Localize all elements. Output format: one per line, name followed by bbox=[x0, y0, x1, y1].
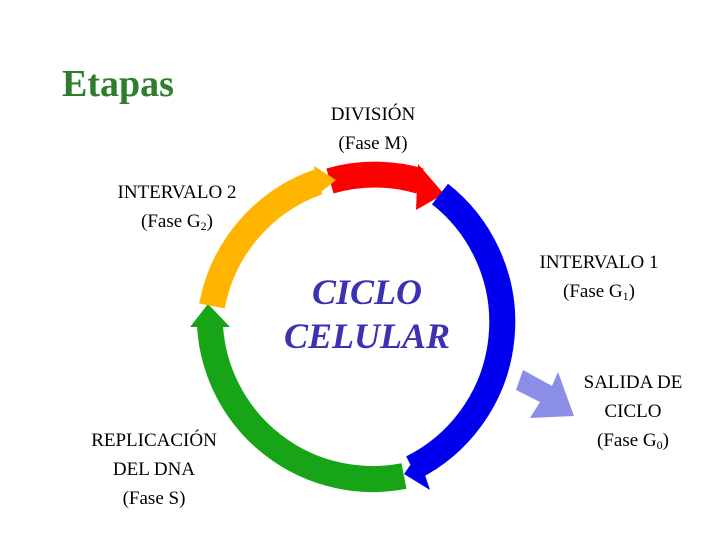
phase-s-arc bbox=[197, 325, 407, 493]
label-phase-g0-name-line2: CICLO bbox=[604, 401, 662, 422]
phase-g2-arc bbox=[199, 169, 323, 309]
label-phase-g2-code: (Fase G2) bbox=[92, 207, 262, 236]
label-phase-s-name-line2: DEL DNA bbox=[112, 459, 196, 480]
label-phase-m-code: (Fase M) bbox=[338, 133, 408, 154]
label-phase-g0-suffix: ) bbox=[662, 430, 669, 451]
label-phase-g2: INTERVALO 2 (Fase G2) bbox=[92, 178, 262, 236]
label-phase-g2-subscript: 2 bbox=[200, 219, 207, 233]
phase-m-arc bbox=[326, 161, 424, 194]
slide-title: Etapas bbox=[62, 63, 174, 105]
phase-g1-arc bbox=[406, 183, 516, 480]
label-phase-g1-subscript: 1 bbox=[622, 289, 629, 303]
label-phase-g1: INTERVALO 1 (Fase G1) bbox=[514, 248, 684, 306]
label-phase-g0-name-line1: SALIDA DE bbox=[583, 372, 683, 393]
label-phase-m-name: DIVISIÓN bbox=[330, 104, 416, 125]
label-phase-g2-name: INTERVALO 2 bbox=[117, 182, 237, 203]
phase-g1-arrowhead bbox=[404, 454, 430, 490]
phase-m-arrowhead bbox=[416, 164, 444, 210]
phase-g0-arrow bbox=[516, 370, 574, 418]
label-phase-g0-code: (Fase G0) bbox=[556, 426, 710, 455]
center-title: CICLO CELULAR bbox=[262, 270, 472, 358]
center-title-line2: CELULAR bbox=[283, 316, 451, 356]
label-phase-s-code: (Fase S) bbox=[122, 488, 186, 509]
label-phase-g2-suffix: ) bbox=[206, 211, 213, 232]
label-phase-g0-subscript: 0 bbox=[656, 438, 663, 452]
label-phase-g2-prefix: (Fase G bbox=[141, 211, 201, 232]
center-title-line1: CICLO bbox=[311, 272, 423, 312]
label-phase-s: REPLICACIÓN DEL DNA (Fase S) bbox=[66, 426, 242, 513]
label-phase-g1-code: (Fase G1) bbox=[514, 277, 684, 306]
label-phase-m: DIVISIÓN (Fase M) bbox=[288, 100, 458, 158]
label-phase-g1-suffix: ) bbox=[628, 281, 635, 302]
label-phase-s-name-line1: REPLICACIÓN bbox=[91, 430, 217, 451]
label-phase-g1-prefix: (Fase G bbox=[563, 281, 623, 302]
phase-s-arrowhead bbox=[190, 304, 230, 327]
label-phase-g0: SALIDA DE CICLO (Fase G0) bbox=[556, 368, 710, 455]
label-phase-g1-name: INTERVALO 1 bbox=[539, 252, 659, 273]
phase-g2-arrowhead bbox=[314, 166, 336, 196]
label-phase-g0-prefix: (Fase G bbox=[597, 430, 657, 451]
